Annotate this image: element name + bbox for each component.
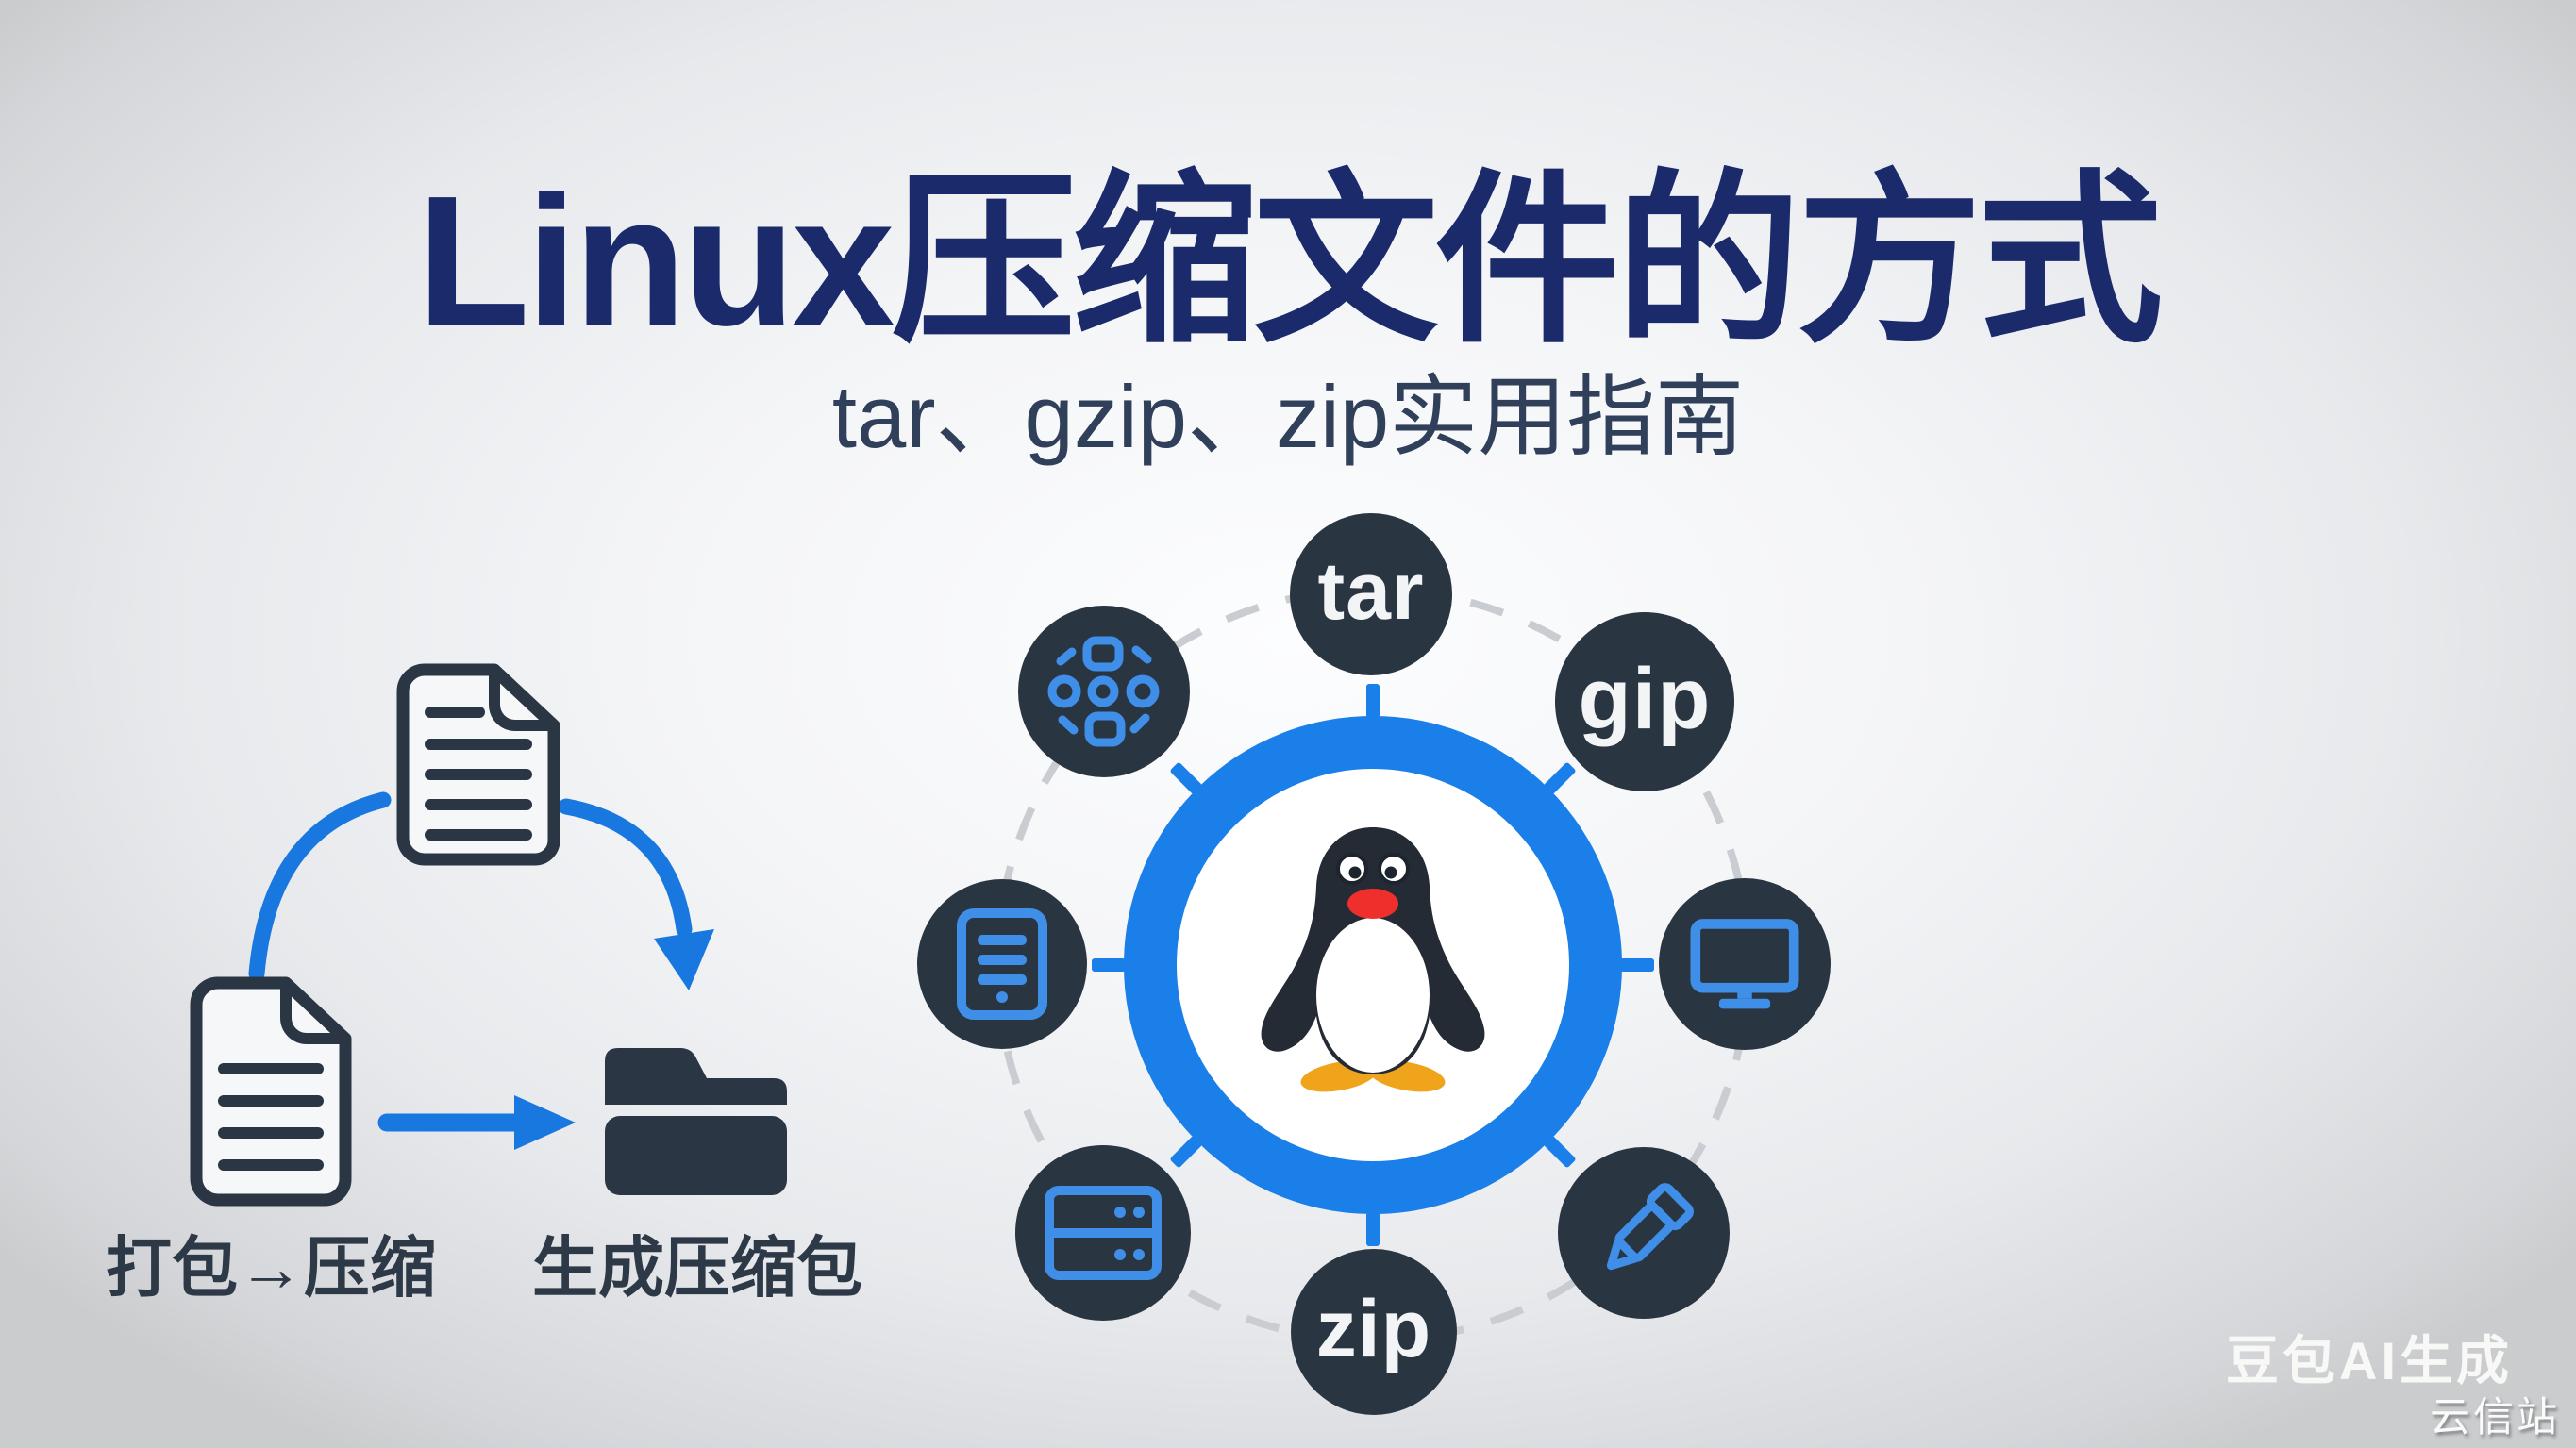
hub-rings [994, 586, 1752, 1344]
tablet-icon [957, 908, 1047, 1020]
pen-icon [1606, 1183, 1694, 1271]
page-title: Linux压缩文件的方式 [416, 158, 2164, 364]
spokes [1092, 684, 1654, 1246]
curved-arrow-down [558, 798, 693, 938]
hub-node-gip: gip [1555, 612, 1734, 791]
hub-node-gip-label: gip [1578, 651, 1712, 747]
curved-arrow-head [654, 929, 714, 990]
hub-node-tar-label: tar [1317, 546, 1425, 637]
site-watermark: 云信站 [2430, 1395, 2560, 1440]
hub-node-tablet [917, 879, 1087, 1049]
document-icon [396, 663, 560, 866]
node-cluster-icon [1047, 636, 1160, 747]
generator-watermark: 豆包AI生成 [2226, 1331, 2513, 1390]
straight-arrow-head [514, 1095, 576, 1150]
monitor-icon [1690, 919, 1799, 1009]
hub-node-server [1015, 1145, 1191, 1321]
flow-arrows [248, 791, 714, 1150]
page-subtitle: tar、gzip、zip实用指南 [831, 367, 1745, 466]
flow-result-label: 生成压缩包 [532, 1231, 862, 1305]
hub-node-zip-label: zip [1315, 1284, 1432, 1374]
hub-node-tar: tar [1290, 513, 1452, 675]
server-icon [1045, 1186, 1162, 1280]
hub-node-pen [1558, 1147, 1730, 1319]
folder-icon [605, 1048, 787, 1195]
hub-node-cluster [1018, 606, 1190, 777]
flow-step-label: 打包→压缩 [106, 1231, 436, 1305]
document-icon [190, 976, 352, 1207]
hub-node-zip: zip [1291, 1249, 1457, 1415]
hub-node-monitor [1659, 878, 1831, 1050]
curved-arrow-up [248, 791, 392, 982]
tux-penguin-icon [1261, 827, 1485, 1092]
